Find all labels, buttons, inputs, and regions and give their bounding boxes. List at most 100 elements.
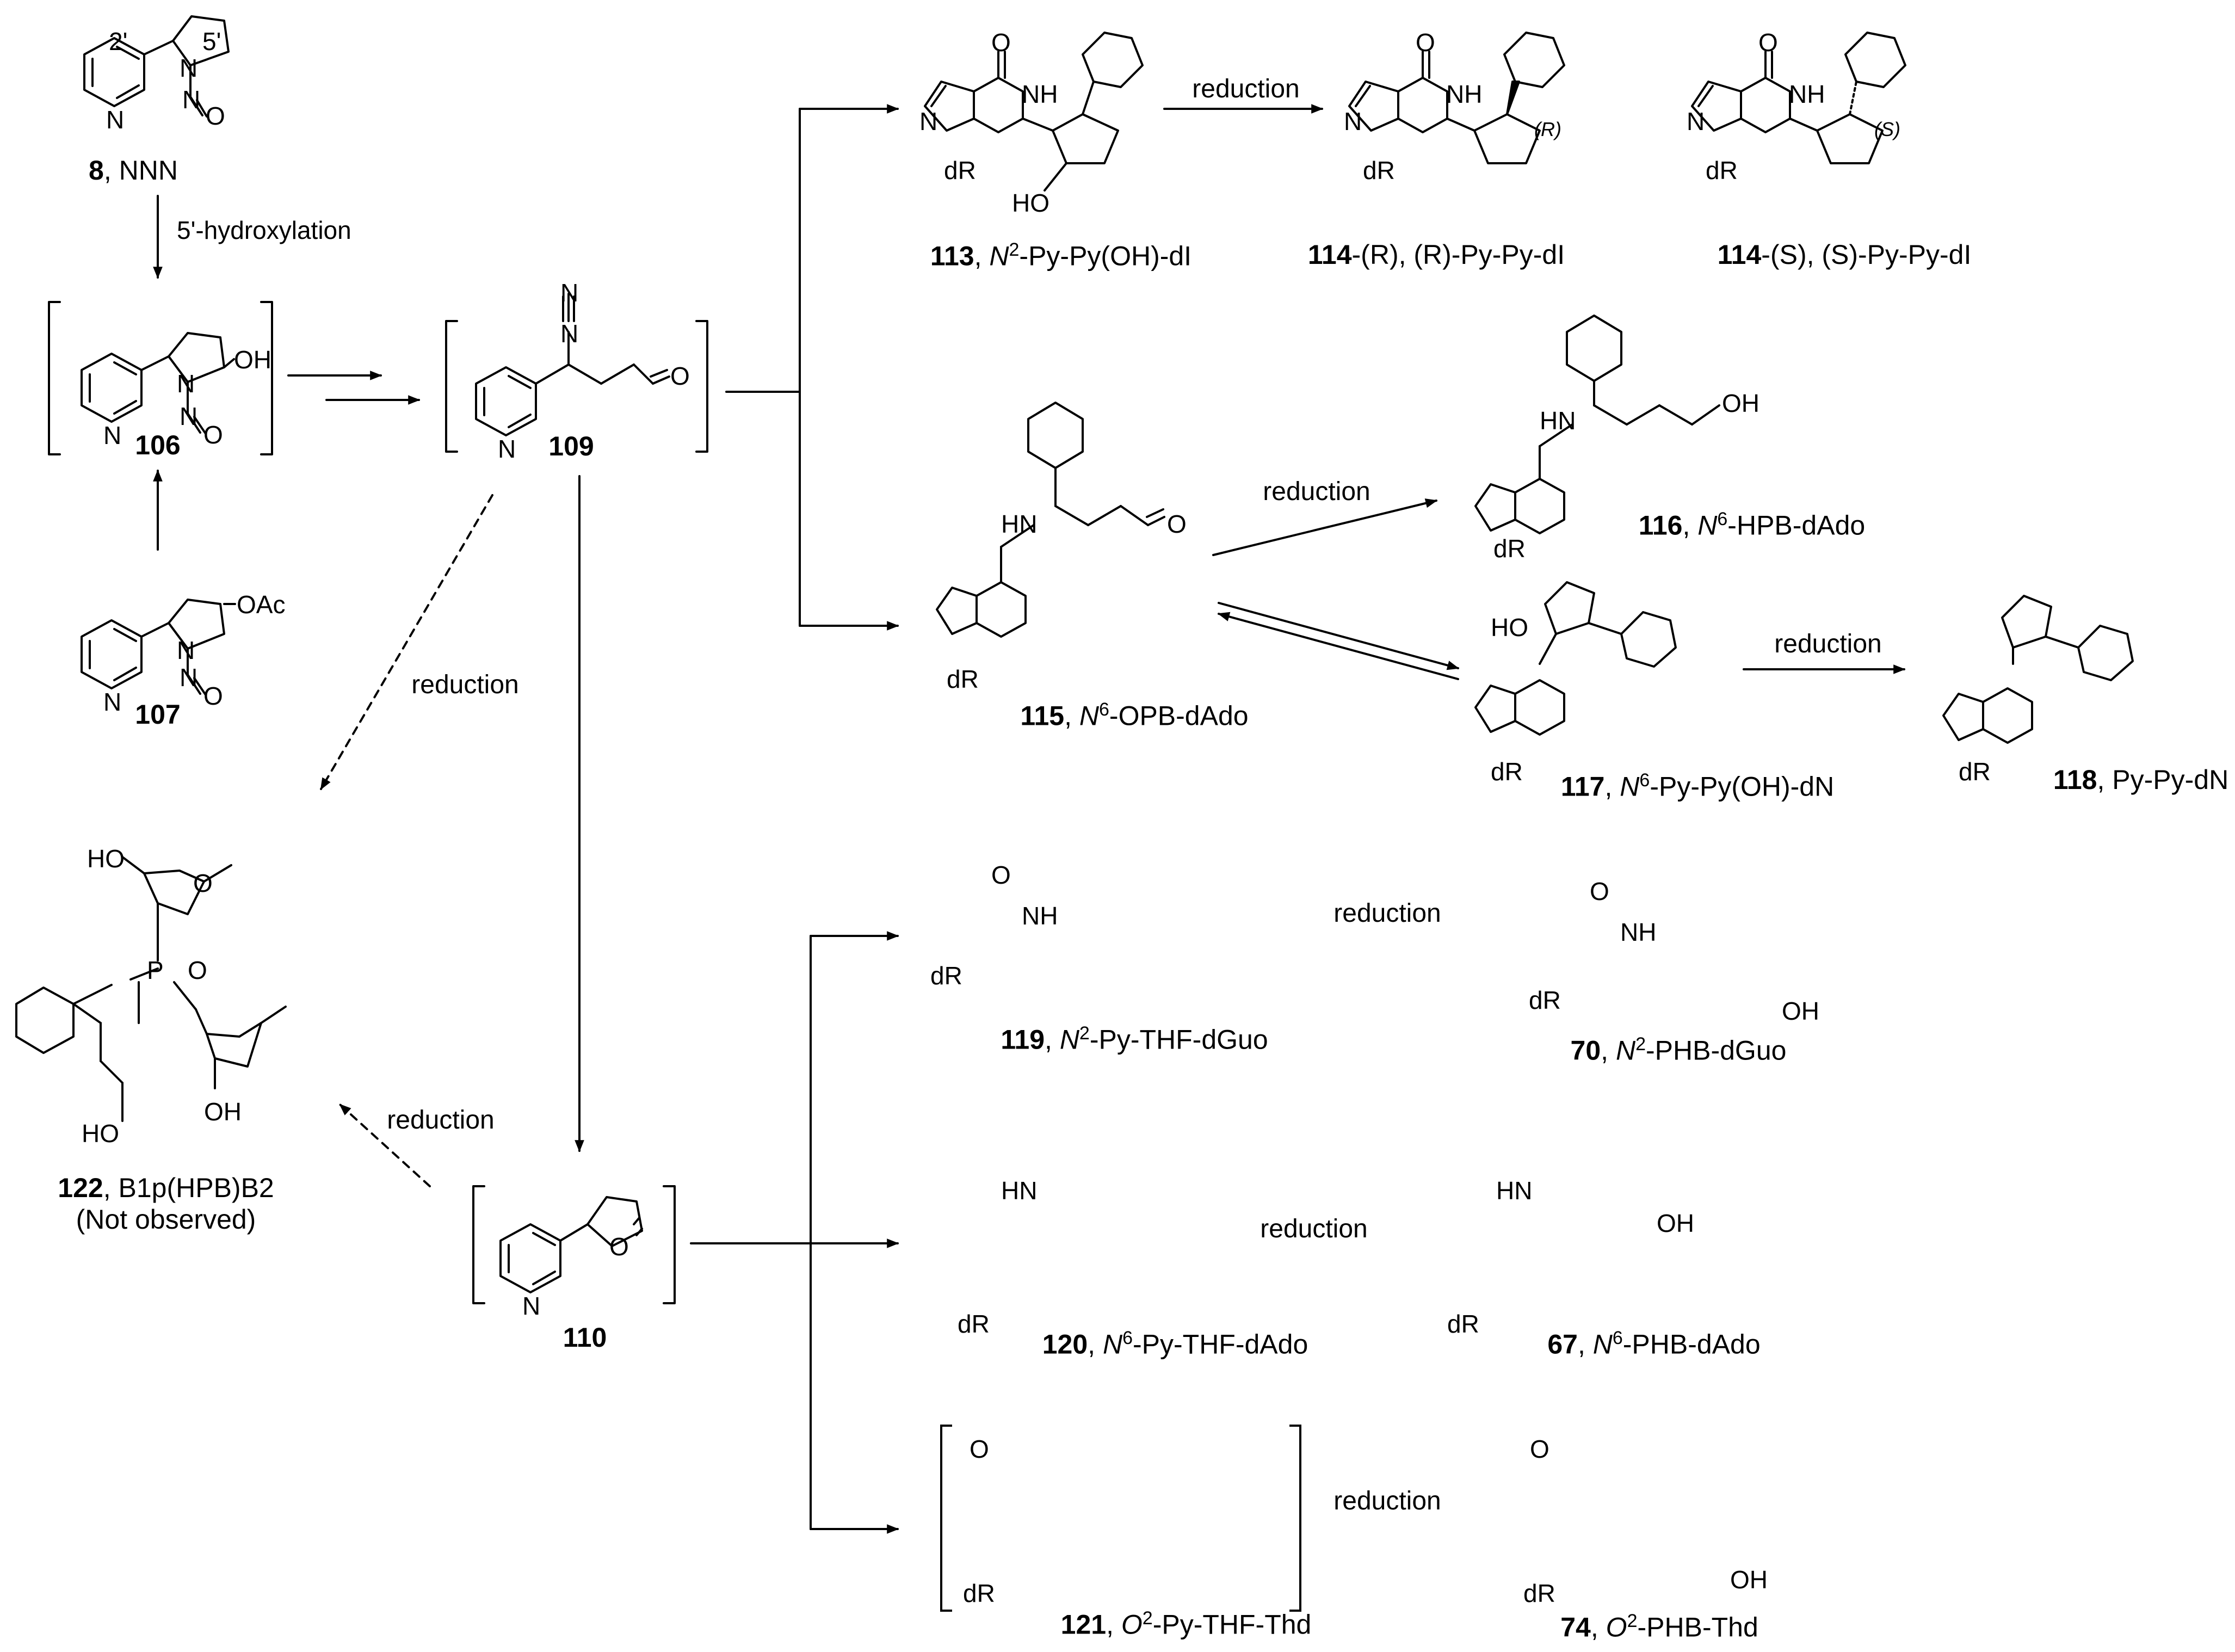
atom-n-8-nitroso: N bbox=[182, 85, 201, 114]
atom-hn-120: HN bbox=[1001, 1176, 1038, 1205]
label-reduction-115: reduction bbox=[1263, 477, 1370, 506]
label-reduction-120: reduction bbox=[1260, 1215, 1368, 1243]
atom-n-110: N bbox=[522, 1292, 541, 1320]
label-reduction-119: reduction bbox=[1333, 899, 1441, 928]
atom-nh-114s: NH bbox=[1789, 80, 1825, 108]
label-reduction-110: reduction bbox=[387, 1106, 495, 1135]
structure-110 bbox=[499, 1196, 643, 1293]
caption-116: 116, N6-HPB-dAdo bbox=[1638, 509, 1866, 541]
atom-n-8-pyr: N bbox=[106, 106, 125, 134]
atom-nh-114r: NH bbox=[1446, 80, 1483, 108]
atom-dr-119: dR bbox=[930, 961, 962, 990]
atom-dr-114r: dR bbox=[1363, 156, 1395, 184]
structure-114S bbox=[1691, 32, 1906, 164]
atom-n-114r: N bbox=[1344, 107, 1362, 135]
caption-121: 121, O2-Py-THF-Thd bbox=[1060, 1608, 1312, 1640]
atom-n-8-pyrrol: N bbox=[180, 54, 198, 82]
fork-upper bbox=[725, 104, 899, 631]
structure-109 bbox=[475, 293, 670, 436]
caption-118: 118, Py-Py-dN bbox=[2053, 765, 2229, 795]
fork-lower bbox=[690, 931, 899, 1534]
step-hydroxylation: 5'-hydroxylation bbox=[177, 216, 351, 244]
caption-70: 70, N2-PHB-dGuo bbox=[1570, 1034, 1787, 1066]
atom-oh-122: OH bbox=[204, 1098, 242, 1126]
label-reduction-113: reduction bbox=[1192, 75, 1300, 103]
equilibrium-115-117 bbox=[1217, 602, 1460, 680]
atom-oh-70: OH bbox=[1782, 997, 1819, 1025]
atom-n-106-pyrrol: N bbox=[177, 369, 195, 398]
caption-67: 67, N6-PHB-dAdo bbox=[1547, 1328, 1761, 1360]
atom-o-114r: O bbox=[1416, 28, 1435, 57]
atom-dr-115: dR bbox=[947, 665, 979, 693]
structure-122 bbox=[15, 856, 287, 1122]
atom-o-107: O bbox=[203, 682, 223, 710]
atom-o-106: O bbox=[203, 421, 223, 449]
atom-hn-116: HN bbox=[1540, 406, 1576, 435]
caption-74: 74, O2-PHB-Thd bbox=[1560, 1611, 1758, 1643]
atom-ho-113: HO bbox=[1012, 189, 1049, 217]
structure-107 bbox=[81, 599, 236, 696]
caption-114R: 114-(R), (R)-Py-Py-dI bbox=[1307, 239, 1565, 270]
caption-107: 107 bbox=[135, 699, 181, 730]
bracket-109 bbox=[445, 320, 708, 453]
structure-8 bbox=[83, 15, 230, 118]
caption-122: 122, B1p(HPB)B2(Not observed) bbox=[58, 1173, 274, 1235]
caption-119: 119, N2-Py-THF-dGuo bbox=[1001, 1023, 1268, 1055]
atom-dr-121: dR bbox=[963, 1579, 995, 1607]
arrow-109-to-122 bbox=[320, 494, 493, 790]
atom-dr-118: dR bbox=[1959, 757, 1991, 786]
bracket-110 bbox=[472, 1185, 676, 1304]
caption-115: 115, N6-OPB-dAdo bbox=[1020, 699, 1249, 731]
atom-ho-122: HO bbox=[87, 845, 125, 873]
structure-116 bbox=[1474, 315, 1720, 534]
atom-n-106-pyr: N bbox=[103, 421, 122, 449]
atom-oh-106: OH bbox=[234, 346, 271, 374]
atom-n-109-pyr: N bbox=[498, 435, 516, 463]
atom-o-110: O bbox=[609, 1232, 629, 1261]
bracket-106 bbox=[48, 301, 273, 455]
atom-o-74: O bbox=[1530, 1435, 1549, 1463]
atom-ho-122-b: HO bbox=[82, 1119, 119, 1148]
atom-n-109-b: N bbox=[560, 279, 579, 307]
atom-dr-116: dR bbox=[1493, 534, 1526, 563]
atom-o-113: O bbox=[991, 28, 1011, 57]
atom-n-107-pyr: N bbox=[103, 688, 122, 716]
label-reduction-117: reduction bbox=[1774, 630, 1882, 658]
atom-dr-67: dR bbox=[1447, 1310, 1479, 1338]
structure-117 bbox=[1474, 581, 1677, 736]
atom-dr-113: dR bbox=[944, 156, 976, 184]
atom-o-119: O bbox=[991, 861, 1011, 889]
caption-117: 117, N6-Py-Py(OH)-dN bbox=[1560, 770, 1835, 802]
caption-109: 109 bbox=[548, 431, 594, 461]
atom-dr-70: dR bbox=[1529, 986, 1561, 1014]
atom-o-121: O bbox=[970, 1435, 989, 1463]
atom-nh-113: NH bbox=[1022, 80, 1058, 108]
atom-hn-115: HN bbox=[1001, 510, 1038, 538]
structure-114R bbox=[1348, 32, 1565, 164]
arrow-115-to-116 bbox=[1212, 498, 1438, 556]
atom-o-122-b: O bbox=[188, 956, 207, 984]
atom-oac-107: OAc bbox=[237, 590, 286, 619]
atom-oh-116: OH bbox=[1722, 389, 1759, 417]
atom-dr-74: dR bbox=[1523, 1579, 1555, 1607]
label-pos5: 5' bbox=[202, 27, 221, 56]
atom-n-114s: N bbox=[1687, 107, 1705, 135]
atom-oh-67: OH bbox=[1657, 1209, 1694, 1237]
structure-113 bbox=[924, 32, 1144, 192]
atom-nh-119: NH bbox=[1022, 902, 1058, 930]
atom-dr-120: dR bbox=[958, 1310, 990, 1338]
atom-n-107-nitroso: N bbox=[180, 663, 198, 692]
atom-o-114s: O bbox=[1758, 28, 1778, 57]
caption-110: 110 bbox=[563, 1322, 607, 1353]
caption-106: 106 bbox=[135, 430, 181, 460]
atom-o-122-a: O bbox=[193, 869, 213, 897]
atom-n-107-pyrrol: N bbox=[177, 636, 195, 664]
atom-dr-114s: dR bbox=[1706, 156, 1738, 184]
atom-n-113: N bbox=[919, 107, 938, 135]
atom-p-122: P bbox=[147, 956, 164, 984]
structure-118 bbox=[1942, 595, 2134, 744]
arrow-110-to-122 bbox=[339, 1104, 431, 1187]
label-r-114: (R) bbox=[1534, 118, 1561, 140]
atom-oh-74: OH bbox=[1730, 1565, 1768, 1594]
